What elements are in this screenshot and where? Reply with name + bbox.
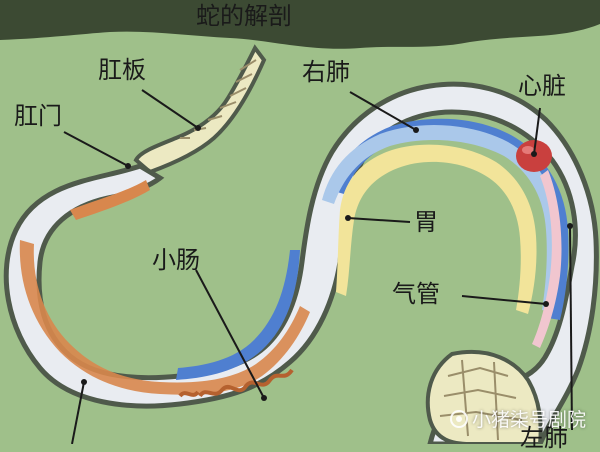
watermark: 小猪柒号剧院 (449, 405, 586, 432)
ground-strip (0, 0, 600, 49)
diagram-title: 蛇的解剖 (196, 2, 292, 30)
tail-scales (180, 59, 257, 139)
label-anus: 肛门 (14, 102, 62, 130)
label-right-lung: 右肺 (302, 58, 350, 86)
label-cloacal-plate: 肛板 (98, 56, 146, 84)
leader-small-intestine (195, 269, 265, 399)
leader-stomach (347, 217, 411, 223)
leader-left-lung (569, 225, 573, 431)
leader-right-lung (349, 91, 417, 131)
head-scales (439, 359, 523, 441)
trachea-shape (532, 170, 562, 348)
snake-tail (133, 44, 267, 175)
label-stomach: 胃 (414, 208, 438, 236)
lung-lower-body (176, 250, 300, 380)
label-heart: 心脏 (518, 72, 566, 100)
intestine-coils (178, 368, 294, 398)
leader-lines (63, 89, 573, 444)
watermark-icon (449, 409, 468, 428)
label-small-intestine: 小肠 (152, 246, 200, 274)
leader-heart (533, 107, 541, 155)
leader-trachea (461, 295, 547, 305)
leader-anus (63, 131, 129, 167)
intestine-inner-line (70, 180, 150, 220)
heart-highlight (522, 146, 534, 154)
leader-bottom-left (71, 381, 85, 444)
leader-cloacal-plate (141, 89, 199, 129)
label-trachea: 气管 (392, 280, 440, 308)
watermark-text: 小猪柒号剧院 (471, 409, 586, 431)
